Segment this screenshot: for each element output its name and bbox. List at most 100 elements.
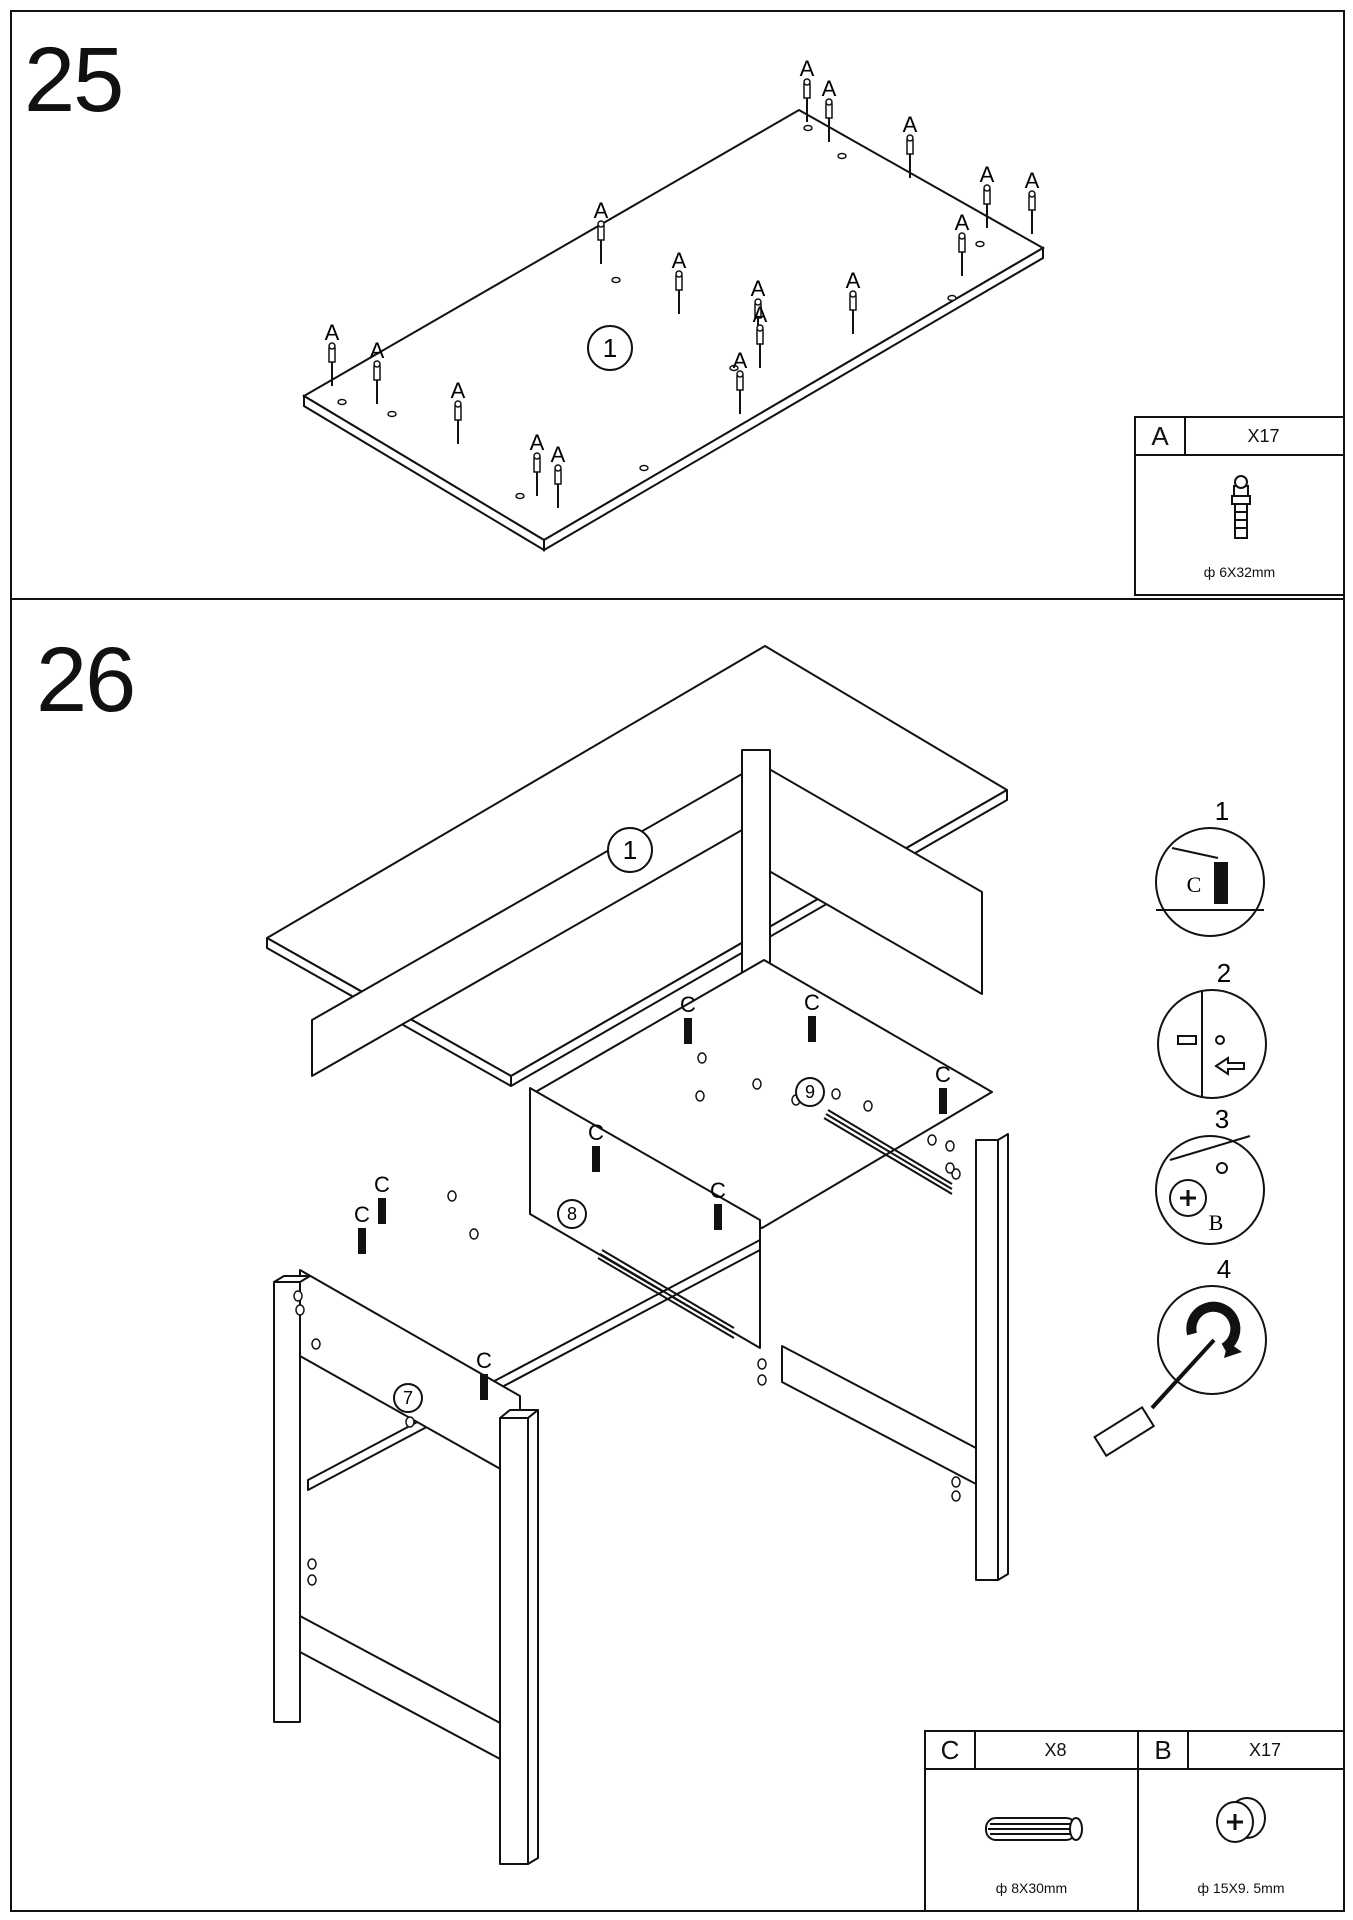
panel-hole bbox=[405, 1416, 415, 1428]
panel-hole bbox=[447, 1190, 457, 1202]
pin-letter: A bbox=[672, 248, 687, 273]
dowel-letter: C bbox=[588, 1120, 604, 1145]
dowel-letter: C bbox=[476, 1348, 492, 1373]
bottom-beam bbox=[307, 1239, 761, 1491]
part-quantity: X17 bbox=[1247, 426, 1280, 446]
panel-hole bbox=[951, 1476, 961, 1488]
cam-pin: A bbox=[753, 302, 768, 368]
wood-dowel: C bbox=[935, 1062, 951, 1114]
part-quantity: X17 bbox=[1248, 1740, 1282, 1760]
part-letter: A bbox=[1136, 418, 1186, 454]
detail-steps: 1C 2 3B 4 bbox=[1093, 796, 1267, 1458]
panel-number-7: 7 bbox=[393, 1383, 423, 1413]
dowel-letter: C bbox=[710, 1178, 726, 1203]
cam-pin: A bbox=[551, 442, 566, 508]
part-dimension: ф 6X32mm bbox=[1203, 564, 1276, 580]
parts-box-B: B X17 ф 15X9. 5mm bbox=[1137, 1730, 1345, 1912]
pin-letter: A bbox=[955, 210, 970, 235]
pin-letter: A bbox=[822, 76, 837, 101]
wood-dowel: C bbox=[710, 1178, 726, 1230]
panel-hole bbox=[951, 1168, 961, 1180]
wood-dowel: C bbox=[804, 990, 820, 1042]
detail-step-number: 4 bbox=[1217, 1254, 1231, 1284]
pin-letter: A bbox=[751, 276, 766, 301]
panel-hole bbox=[469, 1228, 479, 1240]
dowel-letter: C bbox=[374, 1172, 390, 1197]
step-number: 25 bbox=[24, 29, 124, 131]
part-quantity: X8 bbox=[1044, 1740, 1067, 1760]
panel-hole bbox=[293, 1290, 303, 1302]
dowel-letter: C bbox=[804, 990, 820, 1015]
board-hole bbox=[515, 492, 525, 500]
panel-hole bbox=[311, 1338, 321, 1350]
wood-dowel-icon bbox=[985, 1817, 1083, 1841]
dowel-letter: C bbox=[935, 1062, 951, 1087]
detail-step-1: 1C bbox=[1155, 796, 1265, 937]
pin-letter: A bbox=[903, 112, 918, 137]
wood-dowel: C bbox=[354, 1202, 370, 1254]
board-top-face bbox=[302, 108, 1046, 542]
pin-letter: A bbox=[530, 430, 545, 455]
right-front-leg bbox=[975, 1139, 999, 1581]
detail-step-number: 3 bbox=[1215, 1104, 1229, 1134]
pin-letter: A bbox=[594, 198, 609, 223]
part-letter: B bbox=[1139, 1732, 1189, 1768]
cam-pin: A bbox=[903, 112, 918, 178]
board-hole bbox=[803, 124, 813, 132]
left-back-leg bbox=[273, 1281, 301, 1723]
dowel-letter: C bbox=[354, 1202, 370, 1227]
pin-letter: A bbox=[733, 348, 748, 373]
panel-number-1: 1 bbox=[607, 827, 653, 873]
svg-text:1: 1 bbox=[603, 333, 617, 363]
pin-letter: A bbox=[846, 268, 861, 293]
detail-step-number: 2 bbox=[1217, 958, 1231, 988]
panel-hole bbox=[757, 1358, 767, 1370]
cam-pin: A bbox=[822, 76, 837, 142]
detail-part-letter: B bbox=[1209, 1210, 1224, 1235]
board-hole bbox=[947, 294, 957, 302]
pin-letter: A bbox=[980, 162, 995, 187]
cam-pin: A bbox=[733, 348, 748, 414]
board-hole bbox=[975, 240, 985, 248]
panel-hole bbox=[951, 1490, 961, 1502]
cam-pin: A bbox=[846, 268, 861, 334]
cam-pin: A bbox=[800, 56, 815, 122]
wood-dowel: C bbox=[476, 1348, 492, 1400]
panel-hole bbox=[752, 1078, 762, 1090]
panel-hole bbox=[757, 1374, 767, 1386]
pin-letter: A bbox=[753, 302, 768, 327]
panel-hole bbox=[945, 1162, 955, 1174]
part-dimension: ф 15X9. 5mm bbox=[1197, 1880, 1285, 1896]
cam-pin: A bbox=[370, 338, 385, 404]
parts-box-C: C X8 ф 8X30mm bbox=[924, 1730, 1139, 1912]
cam-pin-icon bbox=[1231, 475, 1251, 539]
detail-step-number: 1 bbox=[1215, 796, 1229, 826]
board-right-edge bbox=[543, 246, 1044, 552]
cam-pin: A bbox=[530, 430, 545, 496]
cam-pin: A bbox=[451, 378, 466, 444]
pin-letter: A bbox=[800, 56, 815, 81]
panel-hole bbox=[697, 1052, 707, 1064]
panel-hole bbox=[307, 1558, 317, 1570]
step-number: 26 bbox=[36, 629, 136, 731]
middle-divider-panel bbox=[529, 1087, 761, 1349]
panel-hole bbox=[863, 1100, 873, 1112]
part-dimension: ф 8X30mm bbox=[995, 1880, 1068, 1896]
board-hole bbox=[729, 364, 739, 372]
pin-letter: A bbox=[370, 338, 385, 363]
panel-hole bbox=[295, 1304, 305, 1316]
part-letter: C bbox=[926, 1732, 976, 1768]
svg-text:9: 9 bbox=[805, 1082, 815, 1102]
panel-number-9: 9 bbox=[795, 1077, 825, 1107]
board-hole bbox=[837, 152, 847, 160]
pin-letter: A bbox=[1025, 168, 1040, 193]
panel-hole bbox=[945, 1140, 955, 1152]
step-26-panel: 26 bbox=[10, 598, 1345, 1912]
panel-hole bbox=[831, 1088, 841, 1100]
cam-pin: A bbox=[955, 210, 970, 276]
panel-hole bbox=[695, 1090, 705, 1102]
panel-number-8: 8 bbox=[557, 1199, 587, 1229]
